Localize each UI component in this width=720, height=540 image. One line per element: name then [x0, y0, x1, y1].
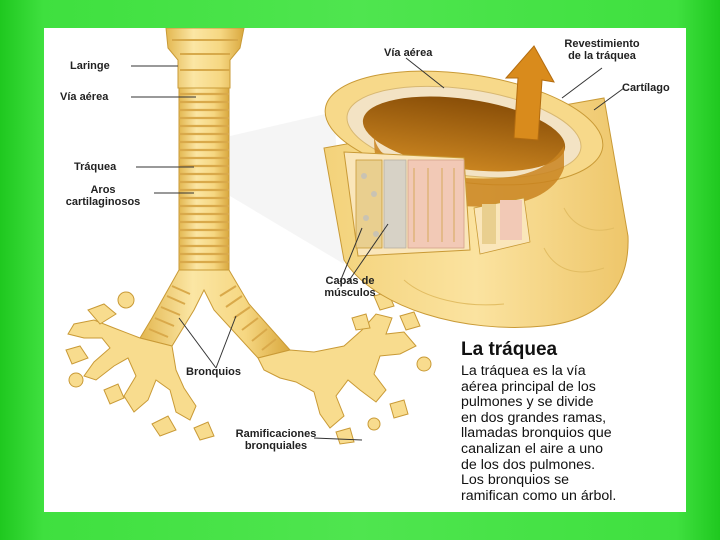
label-via-aerea-left: Vía aérea	[60, 91, 109, 103]
label-revestimiento-line1: Revestimiento	[564, 38, 640, 50]
label-ramificaciones-bronquiales: Ramificaciones bronquiales	[214, 428, 338, 452]
label-revestimiento-line2: de la tráquea	[568, 50, 636, 62]
label-ramificaciones-line2: bronquiales	[244, 440, 308, 452]
description-line: canalizan el aire a uno	[461, 440, 603, 457]
description-line: aérea principal de los	[461, 378, 596, 395]
label-capas-de-musculos: Capas de músculos	[312, 275, 388, 299]
description-line: en dos grandes ramas,	[461, 409, 607, 426]
description-title: La tráquea	[461, 339, 558, 360]
label-aros-line1: Aros	[90, 184, 116, 196]
label-capas-line1: Capas de	[325, 275, 375, 287]
description-line: Los bronquios se	[461, 472, 570, 489]
description-line: ramifican como un árbol.	[461, 487, 617, 504]
larynx	[165, 28, 245, 89]
trachea-tube	[178, 87, 230, 271]
bronchi	[139, 269, 291, 359]
description-text: La tráquea es la vía aérea principal de …	[461, 363, 686, 504]
label-aros-cartilaginosos: Aros cartilaginosos	[52, 184, 154, 208]
description-line: La tráquea es la vía	[461, 363, 586, 379]
label-capas-line2: músculos	[324, 287, 376, 299]
left-bronchial-tree	[65, 291, 215, 441]
airflow-arrow	[504, 45, 555, 141]
leader-lines	[131, 57, 625, 441]
description-line: pulmones y se divide	[461, 394, 594, 411]
label-laringe: Laringe	[70, 60, 110, 72]
label-cartilago: Cartílago	[622, 82, 670, 94]
label-bronquios: Bronquios	[186, 366, 241, 378]
right-bronchial-tree	[257, 291, 432, 445]
trachea-illustration	[65, 28, 629, 445]
label-traquea: Tráquea	[74, 161, 117, 173]
label-ramificaciones-line1: Ramificaciones	[235, 428, 317, 440]
label-revestimiento: Revestimiento de la tráquea	[546, 38, 658, 62]
label-via-aerea-top: Vía aérea	[384, 47, 433, 59]
diagram-panel: Laringe Vía aérea Tráquea Aros cartilagi…	[44, 28, 686, 512]
label-aros-line2: cartilaginosos	[65, 196, 141, 208]
description-line: llamadas bronquios que	[461, 425, 612, 442]
trachea-cross-section	[323, 70, 629, 328]
callout-band	[230, 112, 344, 264]
description-line: de los dos pulmones.	[461, 456, 596, 473]
